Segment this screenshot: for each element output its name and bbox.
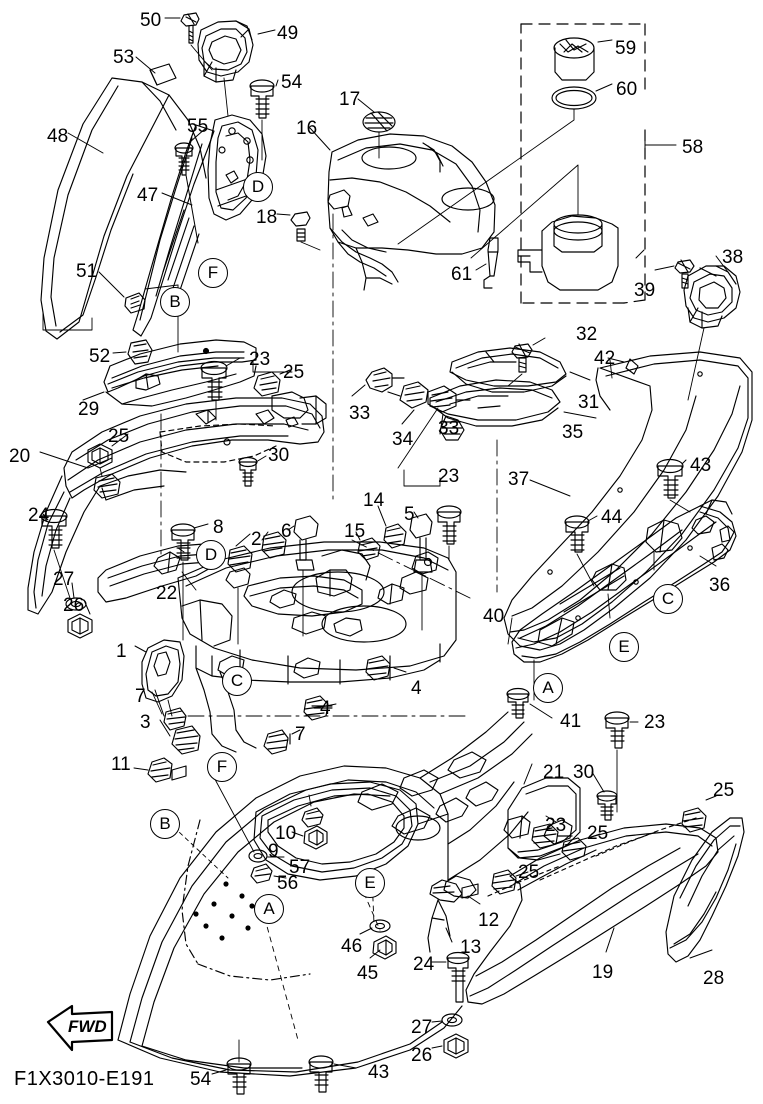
callout-number-15: 15 (344, 521, 366, 542)
callout-number-25: 25 (283, 362, 305, 383)
reference-mark-a: A (254, 894, 284, 924)
callout-number-46: 46 (341, 936, 363, 957)
callout-number-51: 51 (76, 261, 98, 282)
reference-mark-a: A (533, 673, 563, 703)
callout-number-43: 43 (368, 1062, 390, 1083)
reference-mark-d: D (243, 172, 273, 202)
callout-number-20: 20 (9, 446, 31, 467)
callout-number-32: 32 (576, 324, 598, 345)
callout-number-48: 48 (47, 126, 69, 147)
callout-number-33: 33 (349, 403, 371, 424)
callout-number-13: 13 (460, 937, 482, 958)
callout-number-14: 14 (363, 490, 385, 511)
callout-number-25: 25 (108, 426, 130, 447)
callout-number-1: 1 (116, 641, 127, 662)
callout-number-25: 25 (518, 862, 540, 883)
callout-number-42: 42 (594, 348, 616, 369)
callout-number-21: 21 (543, 762, 565, 783)
reference-mark-b: B (160, 287, 190, 317)
callout-number-12: 12 (478, 910, 500, 931)
callout-number-28: 28 (703, 968, 725, 989)
callout-number-24: 24 (28, 505, 50, 526)
reference-mark-f: F (198, 258, 228, 288)
callout-number-36: 36 (709, 575, 731, 596)
callout-number-6: 6 (281, 521, 292, 542)
callout-number-47: 47 (137, 185, 159, 206)
callout-number-45: 45 (357, 963, 379, 984)
callout-number-30: 30 (268, 445, 290, 466)
callout-number-56: 56 (277, 873, 299, 894)
callout-number-39: 39 (634, 280, 656, 301)
callout-number-31: 31 (578, 392, 600, 413)
reference-mark-c: C (653, 584, 683, 614)
reference-mark-d: D (196, 540, 226, 570)
callout-number-35: 35 (562, 422, 584, 443)
callout-number-26: 26 (411, 1045, 433, 1066)
callout-number-27: 27 (411, 1017, 433, 1038)
callout-number-53: 53 (113, 47, 135, 68)
fwd-label: FWD (68, 1017, 107, 1036)
reference-mark-e: E (609, 632, 639, 662)
callout-number-25: 25 (713, 780, 735, 801)
callout-number-52: 52 (89, 346, 111, 367)
callout-number-5: 5 (404, 504, 415, 525)
callout-number-38: 38 (722, 247, 744, 268)
diagram-code-label: F1X3010-E191 (14, 1068, 155, 1090)
reference-mark-c: C (222, 666, 252, 696)
callout-number-23: 23 (438, 466, 460, 487)
callout-number-23: 23 (644, 712, 666, 733)
callout-number-55: 55 (187, 116, 209, 137)
callout-number-24: 24 (413, 954, 435, 975)
callout-number-18: 18 (256, 207, 278, 228)
callout-number-7: 7 (135, 686, 146, 707)
callout-number-50: 50 (140, 10, 162, 31)
callout-number-17: 17 (339, 89, 361, 110)
callout-number-4: 4 (411, 678, 422, 699)
callout-number-60: 60 (616, 79, 638, 100)
reference-mark-e: E (355, 868, 385, 898)
callout-number-11: 11 (111, 754, 131, 775)
fwd-direction-marker: FWD (46, 1006, 120, 1048)
callout-number-58: 58 (682, 137, 704, 158)
callout-number-37: 37 (508, 469, 530, 490)
callout-number-23: 23 (249, 349, 271, 370)
fwd-arrow-shape (46, 1004, 114, 1052)
callout-number-34: 34 (392, 429, 414, 450)
callout-number-27: 27 (53, 569, 75, 590)
callout-number-3: 3 (140, 712, 151, 733)
callout-number-49: 49 (277, 23, 299, 44)
callout-number-59: 59 (615, 38, 637, 59)
callout-number-4: 4 (320, 698, 331, 719)
callout-number-40: 40 (483, 606, 505, 627)
callout-number-57: 57 (289, 857, 311, 878)
callout-number-26: 26 (63, 595, 85, 616)
callout-number-33: 33 (438, 418, 460, 439)
callout-number-25: 25 (587, 823, 609, 844)
callout-number-8: 8 (213, 517, 224, 538)
callout-number-10: 10 (275, 823, 297, 844)
callout-number-23: 23 (545, 815, 567, 836)
callout-number-44: 44 (601, 507, 623, 528)
callout-number-16: 16 (296, 118, 318, 139)
callout-number-22: 22 (156, 583, 178, 604)
callout-number-54: 54 (190, 1069, 212, 1090)
callout-number-30: 30 (573, 762, 595, 783)
reference-mark-f: F (207, 752, 237, 782)
callout-number-2: 2 (251, 529, 262, 550)
callout-number-61: 61 (451, 264, 473, 285)
callout-number-19: 19 (592, 962, 614, 983)
callout-number-41: 41 (560, 711, 582, 732)
callout-number-7: 7 (295, 724, 306, 745)
callout-number-43: 43 (690, 455, 712, 476)
callout-number-9: 9 (268, 841, 279, 862)
callout-number-29: 29 (78, 399, 100, 420)
reference-mark-b: B (150, 809, 180, 839)
callout-number-54: 54 (281, 72, 303, 93)
